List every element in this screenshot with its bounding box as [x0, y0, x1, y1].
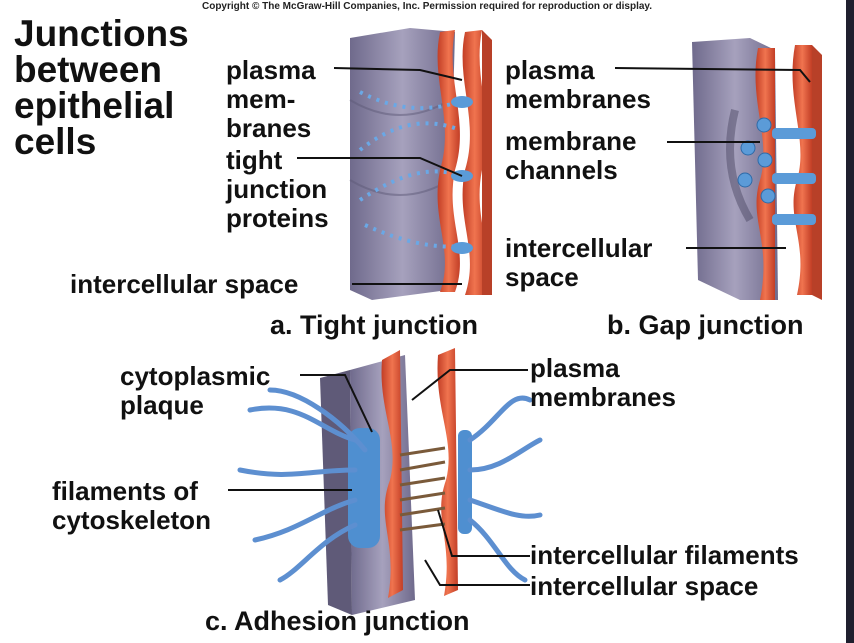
label-adhesion-plasma-membranes: plasma membranes	[530, 354, 676, 412]
label-line: plasma	[226, 55, 316, 85]
tight-membrane-left	[437, 30, 460, 292]
gap-membrane-channel	[772, 214, 816, 225]
tight-membrane-right	[462, 30, 487, 295]
tight-protein-strand	[359, 90, 459, 111]
leader-adhesion-plaque	[300, 374, 373, 433]
leader-gap-plasma	[614, 67, 811, 83]
label-line: membranes	[530, 382, 676, 412]
caption-gap-junction: b. Gap junction	[607, 310, 804, 340]
adhesion-plaque-right	[458, 430, 472, 534]
copyright-notice: Copyright © The McGraw-Hill Companies, I…	[201, 1, 653, 12]
label-tight-plasma-membranes: plasma mem- branes	[226, 56, 316, 143]
label-filaments-of-cytoskeleton: filaments of cytoskeleton	[52, 477, 211, 535]
slide-edge	[846, 0, 854, 643]
label-gap-intercellular-space: intercellular space	[505, 234, 652, 292]
label-line: branes	[226, 113, 312, 143]
title-line: epithelial	[14, 85, 175, 126]
label-gap-plasma-membranes: plasma membranes	[505, 56, 651, 114]
caption-tight-junction: a. Tight junction	[270, 310, 478, 340]
label-gap-membrane-channels: membrane channels	[505, 127, 637, 185]
label-tight-intercellular-space: intercellular space	[70, 269, 299, 299]
label-intercellular-filaments: intercellular filaments	[530, 540, 799, 570]
label-line: mem-	[226, 84, 296, 114]
adhesion-intercellular-filaments	[399, 446, 446, 532]
label-cytoplasmic-plaque: cytoplasmic plaque	[120, 362, 270, 420]
label-line: space	[505, 262, 579, 292]
label-tight-junction-proteins: tight junction proteins	[226, 146, 329, 233]
gap-junction-illustration	[692, 38, 822, 300]
label-line: plasma	[505, 55, 595, 85]
gap-channel-pore	[757, 152, 773, 168]
gap-channel-pore	[760, 188, 776, 204]
gap-membrane-right	[792, 45, 812, 295]
title-line: Junctions	[14, 13, 189, 54]
gap-surface-shading	[726, 109, 754, 223]
leader-tight-proteins	[297, 157, 463, 177]
gap-membrane-left	[755, 48, 775, 300]
label-line: membrane	[505, 126, 637, 156]
adhesion-cytoskeleton-filament	[237, 387, 368, 583]
label-line: channels	[505, 155, 618, 185]
leader-lines	[228, 67, 811, 586]
adhesion-cytoskeleton-filament	[467, 395, 543, 583]
adhesion-cell-edge	[320, 370, 352, 615]
gap-channel-pore	[756, 117, 772, 133]
label-line: plasma	[530, 353, 620, 383]
gap-membrane-edge	[812, 45, 822, 300]
adhesion-membrane-right	[437, 348, 458, 596]
label-line: plaque	[120, 390, 204, 420]
adhesion-junction-illustration	[237, 348, 543, 615]
label-adhesion-intercellular-space: intercellular space	[530, 571, 759, 601]
caption-adhesion-junction: c. Adhesion junction	[205, 606, 470, 636]
label-line: intercellular	[505, 233, 653, 263]
tight-protein-bridge	[451, 242, 473, 254]
gap-membrane-channel	[772, 173, 816, 184]
label-line: cytoskeleton	[52, 505, 211, 535]
leader-adhesion-plasma	[411, 369, 528, 401]
label-line: cytoplasmic	[120, 361, 271, 391]
leader-tight-plasma	[333, 67, 463, 81]
label-line: tight	[226, 145, 283, 175]
gap-membrane-channel	[772, 128, 816, 139]
label-line: filaments of	[52, 476, 198, 506]
tight-protein-bridge	[451, 96, 473, 108]
page-title: Junctions between epithelial cells	[14, 13, 189, 162]
label-line: membranes	[505, 84, 651, 114]
label-line: proteins	[226, 203, 329, 233]
title-line: between	[14, 49, 163, 90]
adhesion-plaque-left	[348, 428, 380, 548]
tight-protein-strand	[358, 121, 461, 202]
tight-cell-surface	[350, 28, 455, 300]
leader-adhesion-space	[424, 559, 530, 586]
leader-adhesion-filaments	[437, 509, 530, 557]
label-line: junction	[226, 174, 328, 204]
gap-channel-pore	[740, 140, 756, 156]
title-line: cells	[14, 121, 97, 162]
tight-membrane-edge	[482, 30, 492, 295]
gap-channel-pore	[737, 172, 753, 188]
tight-junction-illustration	[349, 28, 492, 300]
adhesion-membrane-left	[381, 350, 403, 598]
